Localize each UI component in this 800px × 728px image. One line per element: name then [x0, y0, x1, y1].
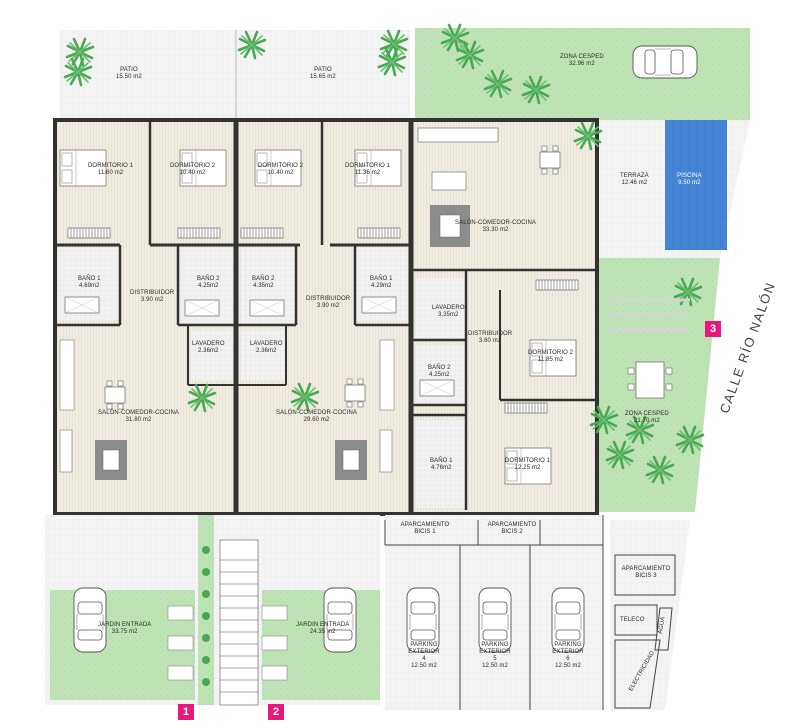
room-label-aparc-bicis-2: APARCAMIENTO BICIS 2: [487, 522, 537, 535]
room-label-aparc-bicis-3: APARCAMIENTO BICIS 3: [621, 566, 671, 579]
room-label-teleco: TELECO: [620, 617, 645, 623]
marker-2: 2: [268, 704, 284, 720]
room-label-aparc-bicis-1: APARCAMIENTO BICIS 1: [400, 522, 450, 535]
marker-1: 1: [178, 704, 194, 720]
patio-area: [60, 30, 410, 118]
pool: [665, 120, 727, 250]
marker-3: 3: [705, 321, 721, 337]
